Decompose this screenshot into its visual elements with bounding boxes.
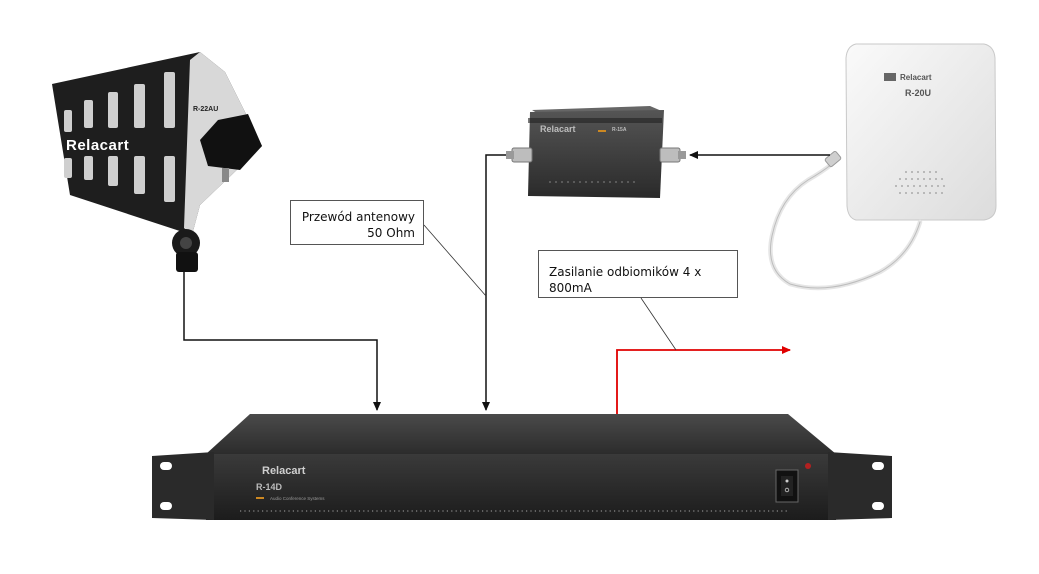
antenna-left-elements [64,72,175,202]
distributor-model: R-14D [256,482,283,492]
antenna-right-model: R-20U [905,88,931,98]
antenna-right-cable-shade [770,163,921,289]
power-line-to-receivers [616,346,791,414]
booster-brand: Relacart [540,124,576,134]
antenna-right-grille [895,171,945,194]
booster-model: R-15A [612,127,627,133]
cable-label-line2: 50 Ohm [367,226,415,240]
antenna-left-model: R-22AU [193,106,218,113]
distributor-rack-ear-left [152,452,214,520]
cable-label-leader [423,224,487,297]
antenna-right-r20u: Relacart R-20U [768,43,997,291]
antenna-left-hex-element [200,114,262,170]
power-label-box: Zasilanie odbiomików 4 x 800mA [538,250,738,298]
distributor-subtitle: Audio Conference Systems [270,496,325,501]
distributor-front-panel [206,454,836,520]
distributor-rack-ear-right [828,452,892,520]
cable-label-box: Przewód antenowy 50 Ohm [290,200,424,245]
booster-bnc-right [659,147,686,163]
distributor-top-panel [206,414,836,454]
antenna-left-r22au: Relacart R-22AU [52,52,262,272]
distributor-r14d: Relacart R-14D Audio Conference Systems [152,414,892,520]
booster-vent-dots [549,181,635,183]
cable-antenna-left-to-distributor [183,272,381,411]
antenna-right-logo-mark [884,73,896,81]
distributor-power-switch[interactable] [775,469,799,503]
booster-r15a: Relacart R-15A [506,106,686,198]
antenna-left-connector [222,168,229,182]
booster-body [528,110,664,198]
antenna-left-mount [172,229,200,272]
distributor-power-led [805,463,811,469]
antenna-right-plug [824,150,842,168]
cable-label-line1: Przewód antenowy [301,210,415,224]
antenna-right-brand: Relacart [900,73,932,82]
antenna-left-brand: Relacart [66,137,129,154]
cable-booster-to-distributor [482,154,506,411]
power-label-text: Zasilanie odbiomików 4 x 800mA [549,265,702,295]
antenna-right-body [845,43,997,221]
power-label-leader [640,297,677,351]
distributor-brand: Relacart [262,465,306,477]
booster-bnc-left [506,147,533,163]
